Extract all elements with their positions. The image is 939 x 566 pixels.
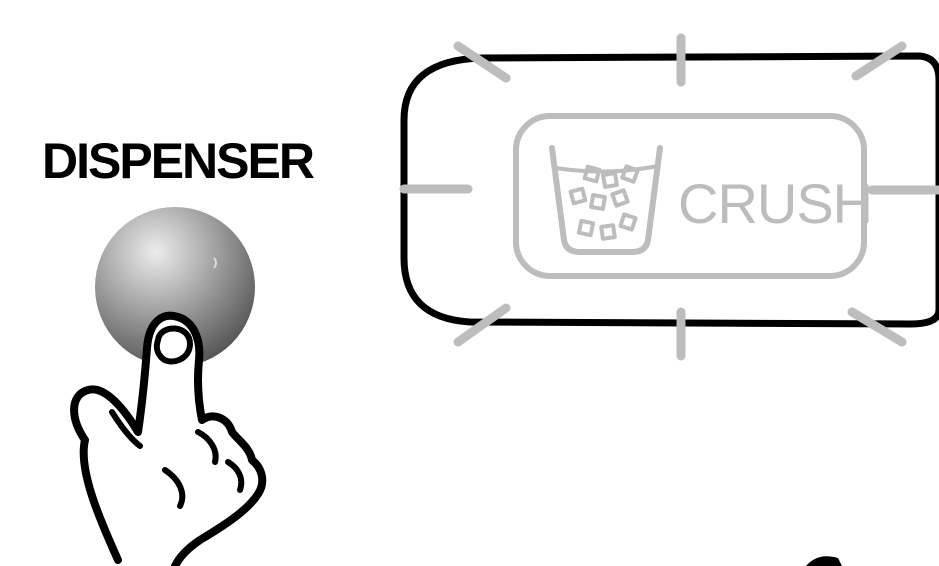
blink-rays [399,33,939,361]
crush-indicator-box [513,113,867,279]
crush-indicator-panel: CRUSH [399,33,939,361]
crush-mode-label: CRUSH [678,172,872,235]
crushed-ice-cup-icon [549,145,663,255]
pressing-hand-icon [70,311,267,566]
cropped-shape-fragment [806,556,842,566]
dispenser-button[interactable] [95,207,255,367]
display-frame [400,52,939,328]
dispenser-label: DISPENSER [42,133,315,189]
